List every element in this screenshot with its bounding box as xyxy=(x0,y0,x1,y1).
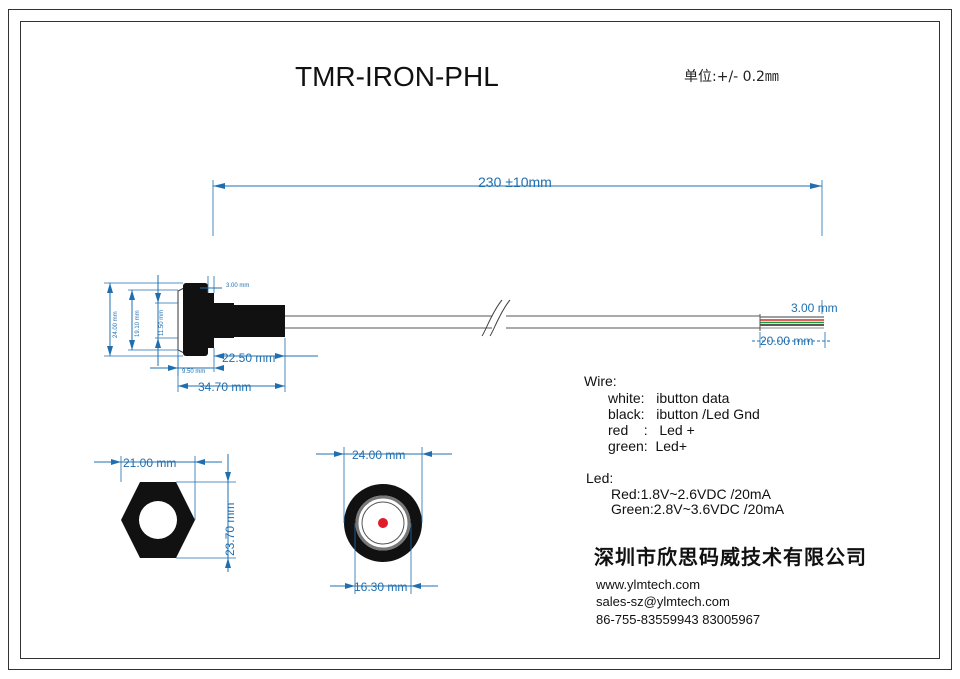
wire-legend: Wire: white: ibutton data black: ibutton… xyxy=(584,373,760,454)
wire-line-white: white: ibutton data xyxy=(607,390,730,406)
nut-width-label: 21.00 mm xyxy=(123,456,176,470)
dim-34-70-label: 34.70 mm xyxy=(198,380,251,394)
dim-3-top-label: 3.00 mm xyxy=(226,283,249,289)
led-spec: Led: Red:1.8V~2.6VDC /20mA Green:2.8V~3.… xyxy=(586,470,785,517)
drawing-title: TMR-IRON-PHL xyxy=(295,61,499,92)
nut-view: 21.00 mm 23.70 mm xyxy=(94,454,237,572)
led-line-red: Red:1.8V~2.6VDC /20mA xyxy=(611,486,772,502)
nut-height-label: 23.70 mm xyxy=(223,503,237,556)
wire-heading: Wire: xyxy=(584,373,617,389)
connector-side-view xyxy=(177,283,824,356)
dim-24-label: 24.00 mm xyxy=(113,311,119,338)
inner-frame xyxy=(20,21,940,659)
dim-wire-3-label: 3.00 mm xyxy=(791,301,838,315)
front-view: 24.00 mm 16.30 mm xyxy=(316,447,452,594)
dim-22-50-label: 22.50 mm xyxy=(222,351,275,365)
unit-note: 单位:+/- 0.2㎜ xyxy=(684,69,779,85)
dim-wire-20-label: 20.00 mm xyxy=(760,334,813,348)
dim-9-50-label: 9.50 mm xyxy=(182,369,205,375)
company-name: 深圳市欣思码威技术有限公司 xyxy=(594,545,867,569)
cable-length-label: 230 ±10mm xyxy=(478,174,552,190)
wire-line-green: green: Led+ xyxy=(608,438,687,454)
wire-line-red: red : Led + xyxy=(608,422,695,438)
dim-11-50-label: 11.50 mm xyxy=(159,310,165,336)
wire-line-black: black: ibutton /Led Gnd xyxy=(608,406,760,422)
company-web: www.ylmtech.com xyxy=(595,577,700,592)
side-view-dimensions: 24.00 mm 19.10 mm 11.50 mm 3.00 mm 22.50… xyxy=(104,275,838,394)
dim-19-10-label: 19.10 mm xyxy=(135,310,141,337)
outer-frame xyxy=(8,9,952,670)
company-phone: 86-755-83559943 83005967 xyxy=(596,612,760,627)
led-heading: Led: xyxy=(586,470,613,486)
led-indicator xyxy=(378,518,388,528)
company-block: 深圳市欣思码威技术有限公司 www.ylmtech.com sales-sz@y… xyxy=(594,545,867,627)
company-email: sales-sz@ylmtech.com xyxy=(596,594,730,609)
led-line-green: Green:2.8V~3.6VDC /20mA xyxy=(611,501,785,517)
cable-length-dimension: 230 ±10mm xyxy=(212,174,823,236)
front-outer-label: 24.00 mm xyxy=(352,448,405,462)
front-inner-label: 16.30 mm xyxy=(354,580,407,594)
